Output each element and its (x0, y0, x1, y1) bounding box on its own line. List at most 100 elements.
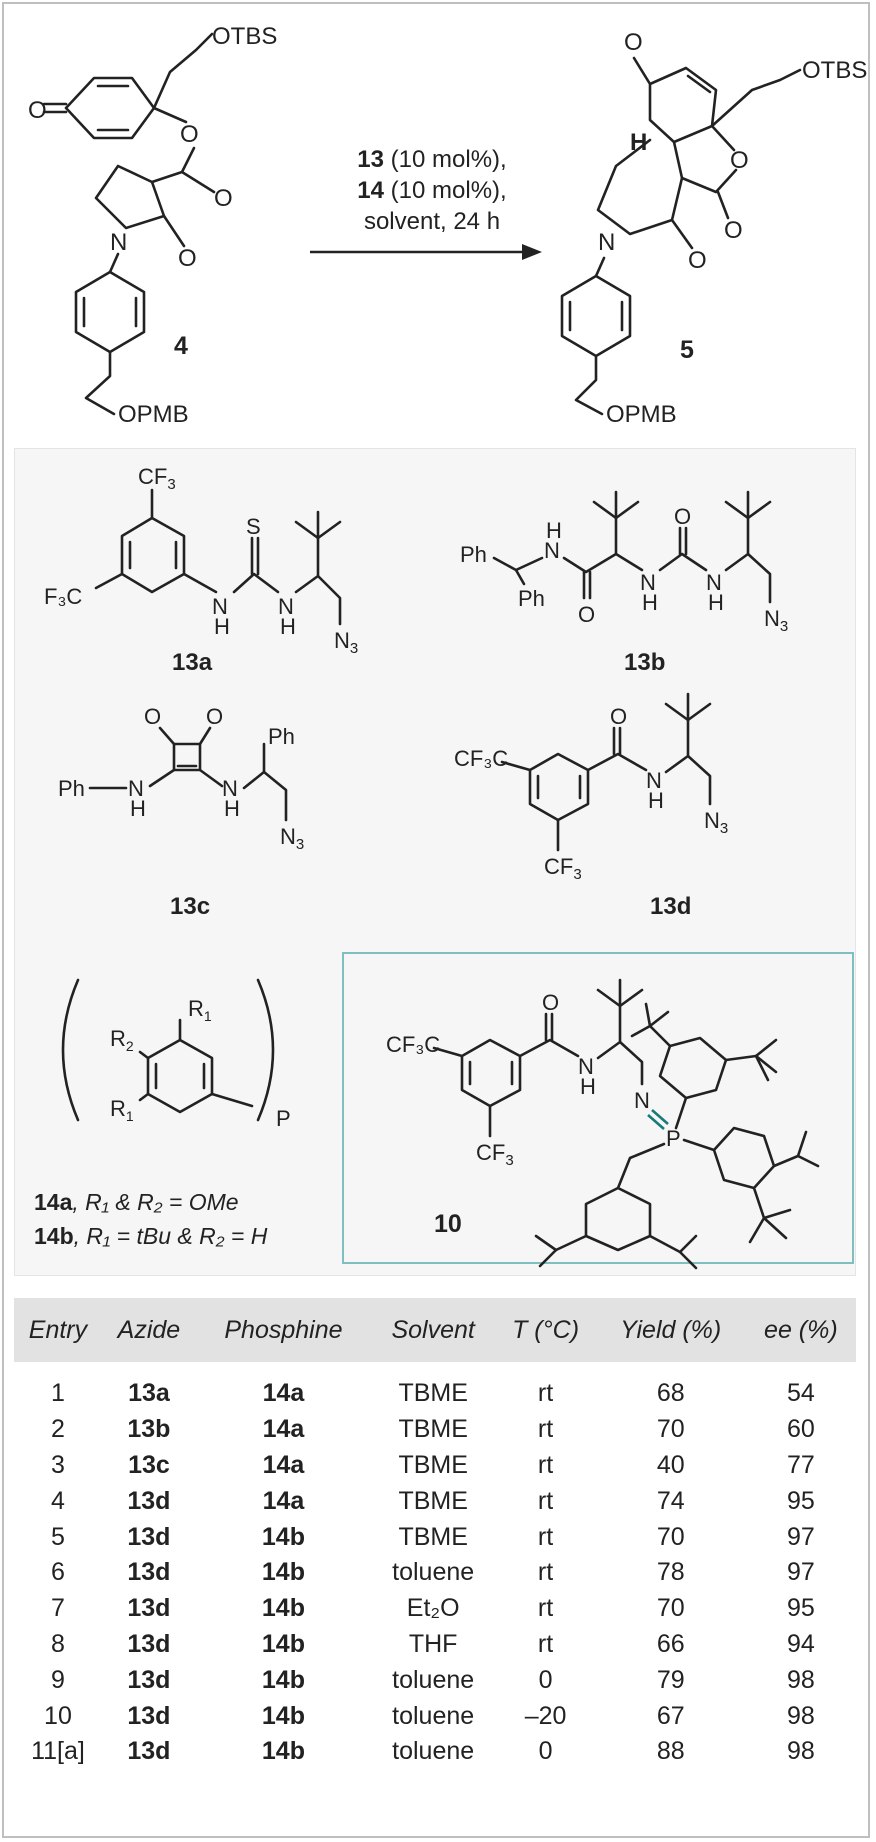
cell-phosphine: 14b (261, 1737, 305, 1766)
legend-14b-label: 14b (34, 1223, 74, 1249)
cell-phosphine: 14b (261, 1665, 305, 1694)
squaramide-h-1: H (130, 796, 146, 821)
product-opmb-group: OPMB (606, 401, 677, 428)
header-azide: Azide (101, 1298, 196, 1362)
cf3-top: CF3 (138, 464, 176, 493)
cell-ee: 54 (786, 1379, 815, 1408)
cell-ee: 95 (786, 1486, 815, 1515)
cell-temperature: rt (537, 1522, 554, 1551)
cell-yield: 70 (656, 1522, 685, 1551)
cell-azide: 13d (127, 1594, 171, 1623)
cell-phosphine: 14a (262, 1379, 305, 1408)
r2-left: R2 (110, 1026, 134, 1054)
product-lactam-nitrogen: N (598, 229, 615, 256)
cell-azide: 13b (127, 1415, 171, 1444)
catalyst-10-label: 10 (434, 1210, 462, 1238)
cell-solvent: toluene (392, 1701, 475, 1730)
otbs-group: OTBS (212, 23, 277, 50)
cell-ee: 98 (786, 1737, 815, 1766)
amide-o: O (578, 602, 595, 627)
bracket-left (61, 978, 80, 1122)
phosphine-14-structure: R1 R2 R1 P (61, 978, 291, 1131)
cf3-10-bottom: CF3 (476, 1140, 514, 1169)
thiourea-sulfur: S (246, 514, 261, 539)
reaction-scheme: O OTBS O O O N OPMB 4 13 (10 mol%), 14 (… (14, 10, 867, 430)
cell-yield: 74 (656, 1486, 685, 1515)
azide-13c: N3 (280, 824, 304, 853)
header-ee: ee (%) (745, 1298, 856, 1362)
cell-yield: 66 (656, 1629, 685, 1658)
ketone-oxygen: O (28, 97, 47, 124)
cell-yield: 67 (656, 1701, 685, 1730)
cell-solvent: TBME (398, 1486, 468, 1515)
amide-13d-n: N (646, 768, 662, 793)
cell-entry: 11[a] (31, 1737, 85, 1766)
cell-ee: 94 (786, 1629, 815, 1658)
cell-solvent: toluene (392, 1737, 475, 1766)
phosphorus-atom: P (276, 1106, 291, 1131)
cell-yield: 70 (656, 1594, 685, 1623)
header-yield: Yield (%) (595, 1298, 746, 1362)
cell-ee: 98 (786, 1665, 815, 1694)
catalyst-10-structure: CF₃C CF3 O N H N P 10 (386, 978, 820, 1270)
cell-solvent: toluene (392, 1558, 475, 1587)
urea-n-1: N (640, 570, 656, 595)
cell-temperature: rt (537, 1379, 554, 1408)
iminophosphorane-p: P (666, 1126, 681, 1151)
cell-solvent: TBME (398, 1522, 468, 1551)
legend-14a-text: , R₁ & R₂ = OMe (72, 1189, 239, 1215)
cell-temperature: rt (537, 1629, 554, 1658)
cell-azide: 13d (127, 1665, 171, 1694)
cell-phosphine: 14b (261, 1594, 305, 1623)
cf3-13d-bottom: CF3 (544, 854, 582, 883)
cell-solvent: Et₂O (406, 1594, 460, 1623)
header-phosphine: Phosphine (195, 1298, 371, 1362)
thiourea-h-2: H (280, 614, 296, 639)
enone-oxygen: O (624, 29, 643, 56)
cell-temperature: 0 (538, 1665, 553, 1694)
cell-phosphine: 14b (261, 1558, 305, 1587)
cell-phosphine: 14b (261, 1629, 305, 1658)
cell-yield: 40 (656, 1450, 685, 1479)
cell-azide: 13d (127, 1522, 171, 1551)
cell-temperature: rt (537, 1558, 554, 1587)
header-solvent: Solvent (370, 1298, 496, 1362)
cell-yield: 88 (656, 1737, 685, 1766)
squaramide-n-1: N (128, 776, 144, 801)
cell-entry: 5 (51, 1522, 65, 1551)
cell-ee: 77 (786, 1450, 815, 1479)
cell-yield: 79 (656, 1665, 685, 1694)
ester-oxygen: O (180, 121, 199, 148)
cell-azide: 13c (128, 1450, 170, 1479)
cell-ee: 97 (786, 1558, 815, 1587)
cell-temperature: rt (537, 1415, 554, 1444)
r1-bottom: R1 (110, 1096, 134, 1124)
phosphine-legend: 14a, R₁ & R₂ = OMe 14b, R₁ = tBu & R₂ = … (34, 1185, 267, 1253)
results-table: Entry Azide Phosphine Solvent T (°C) Yie… (14, 1298, 856, 1770)
header-entry: Entry (14, 1298, 102, 1362)
benzhydryl-ph-2: Ph (518, 586, 545, 611)
cell-temperature: rt (537, 1486, 554, 1515)
legend-14b-text: , R₁ = tBu & R₂ = H (73, 1223, 268, 1249)
benzhydryl-ph-1: Ph (460, 542, 487, 567)
squaramide-h-2: H (224, 796, 240, 821)
urea-n-2: N (706, 570, 722, 595)
cell-phosphine: 14a (262, 1450, 305, 1479)
catalyst-13c-label: 13c (170, 893, 210, 920)
compound-4-label: 4 (174, 332, 188, 360)
thiourea-nh-2: N (278, 594, 294, 619)
reaction-arrow (310, 244, 542, 260)
ring-fusion-hydrogen: H (630, 129, 647, 156)
cell-temperature: –20 (524, 1701, 567, 1730)
squaramide-o-2: O (206, 704, 223, 729)
cell-azide: 13d (127, 1701, 171, 1730)
product-structure: O OTBS O O H O N OPMB 5 (560, 29, 867, 428)
lactone-oxygen: O (730, 147, 749, 174)
cell-ee: 95 (786, 1594, 815, 1623)
urea-o: O (674, 504, 691, 529)
cell-azide: 13d (127, 1486, 171, 1515)
